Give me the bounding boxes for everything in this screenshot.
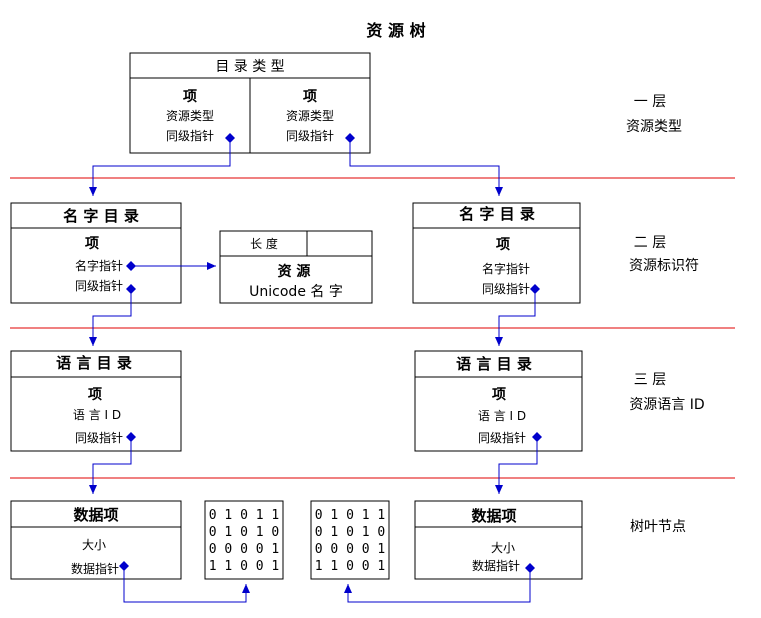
layer4-label: 树叶节点 bbox=[630, 519, 686, 535]
pointer-dot bbox=[126, 284, 136, 294]
language-directory-left-sibling: 同级指针 bbox=[75, 430, 123, 445]
type-entry-right-type: 资源类型 bbox=[286, 109, 334, 123]
type-entry-left-sibling: 同级指针 bbox=[166, 128, 214, 143]
bit-row: 0 1 0 1 1 bbox=[209, 508, 279, 523]
language-directory-right: 语 言 目 录 项 语 言 I D 同级指针 bbox=[414, 350, 583, 452]
type-entry-right-item: 项 bbox=[303, 89, 317, 105]
type-entry-right-sibling: 同级指针 bbox=[286, 128, 334, 143]
language-directory-right-lang-id: 语 言 I D bbox=[478, 409, 526, 423]
pointer-arrow bbox=[349, 138, 503, 196]
data-entry-right: 数据项 大小 数据指针 bbox=[414, 500, 583, 580]
name-directory-right-header: 名 字 目 录 bbox=[459, 205, 535, 223]
layer3-sublabel: 资源语言 ID bbox=[629, 397, 704, 413]
pointer-arrow bbox=[123, 566, 250, 603]
pointer-dot bbox=[532, 432, 542, 442]
layer1-label: 一 层 bbox=[634, 94, 666, 110]
pointer-dot bbox=[530, 284, 540, 294]
pointer-dot bbox=[225, 133, 235, 143]
pointer-arrow bbox=[495, 437, 538, 494]
pointer-dot bbox=[126, 432, 136, 442]
resource-name-box: 长 度 资 源 Unicode 名 字 bbox=[219, 230, 373, 304]
bit-row: 1 1 0 0 1 bbox=[209, 559, 279, 574]
layer2-label: 二 层 bbox=[634, 235, 666, 251]
diagram-title: 资 源 树 bbox=[366, 21, 425, 40]
pointer-arrow bbox=[344, 568, 531, 603]
name-directory-right-sibling: 同级指针 bbox=[482, 281, 530, 296]
pointer-dot bbox=[525, 563, 535, 573]
data-entry-left-size: 大小 bbox=[82, 538, 106, 552]
name-directory-right-name-ptr: 名字指针 bbox=[482, 261, 530, 276]
language-directory-left-lang-id: 语 言 I D bbox=[73, 408, 121, 422]
bit-row: 1 1 0 0 1 bbox=[315, 559, 385, 574]
bit-row: 0 1 0 1 0 bbox=[315, 525, 385, 540]
name-directory-left: 名 字 目 录 项 名字指针 同级指针 bbox=[10, 202, 182, 304]
name-directory-right: 名 字 目 录 项 名字指针 同级指针 bbox=[412, 202, 581, 304]
type-entry-left-type: 资源类型 bbox=[166, 109, 214, 123]
resource-unicode-name: Unicode 名 字 bbox=[249, 284, 343, 300]
name-directory-left-name-ptr: 名字指针 bbox=[75, 258, 123, 273]
pointer-arrow bbox=[89, 138, 231, 196]
binary-data-right: 0 1 0 1 1 0 1 0 1 0 0 0 0 0 1 1 1 0 0 1 bbox=[310, 500, 390, 580]
data-entry-right-header: 数据项 bbox=[471, 507, 516, 525]
type-directory-box: 目 录 类 型 项 资源类型 同级指针 项 资源类型 同级指针 bbox=[129, 52, 371, 154]
pointer-arrow bbox=[495, 289, 536, 346]
data-entry-left: 数据项 大小 数据指针 bbox=[10, 500, 182, 580]
language-directory-right-item: 项 bbox=[492, 387, 506, 403]
binary-data-left: 0 1 0 1 1 0 1 0 1 0 0 0 0 0 1 1 1 0 0 1 bbox=[204, 500, 284, 580]
language-directory-right-header: 语 言 目 录 bbox=[456, 355, 532, 373]
type-entry-left-item: 项 bbox=[183, 89, 197, 105]
data-entry-left-data-ptr: 数据指针 bbox=[71, 561, 119, 576]
bit-row: 0 0 0 0 1 bbox=[315, 542, 385, 557]
pointer-dot bbox=[119, 561, 129, 571]
data-entry-right-data-ptr: 数据指针 bbox=[472, 558, 520, 573]
language-directory-left-header: 语 言 目 录 bbox=[56, 354, 132, 372]
language-directory-right-sibling: 同级指针 bbox=[478, 430, 526, 445]
name-directory-right-item: 项 bbox=[496, 237, 510, 253]
language-directory-left-item: 项 bbox=[88, 387, 102, 403]
name-directory-left-sibling: 同级指针 bbox=[75, 278, 123, 293]
layer3-label: 三 层 bbox=[634, 372, 666, 388]
bit-row: 0 1 0 1 1 bbox=[315, 508, 385, 523]
name-directory-left-item: 项 bbox=[85, 236, 99, 252]
type-directory-header: 目 录 类 型 bbox=[215, 59, 284, 75]
data-entry-left-header: 数据项 bbox=[73, 506, 118, 524]
language-directory-left: 语 言 目 录 项 语 言 I D 同级指针 bbox=[10, 350, 182, 452]
pointer-arrow bbox=[89, 437, 132, 494]
pointer-dot bbox=[345, 133, 355, 143]
bit-row: 0 1 0 1 0 bbox=[209, 525, 279, 540]
layer1-sublabel: 资源类型 bbox=[626, 119, 682, 135]
name-directory-left-header: 名 字 目 录 bbox=[63, 207, 139, 225]
data-entry-right-size: 大小 bbox=[491, 541, 515, 555]
bit-row: 0 0 0 0 1 bbox=[209, 542, 279, 557]
resource-title: 资 源 bbox=[278, 263, 311, 280]
resource-length: 长 度 bbox=[250, 236, 278, 251]
pointer-arrow bbox=[89, 289, 132, 346]
layer2-sublabel: 资源标识符 bbox=[629, 258, 699, 274]
pointer-dot bbox=[126, 261, 136, 271]
